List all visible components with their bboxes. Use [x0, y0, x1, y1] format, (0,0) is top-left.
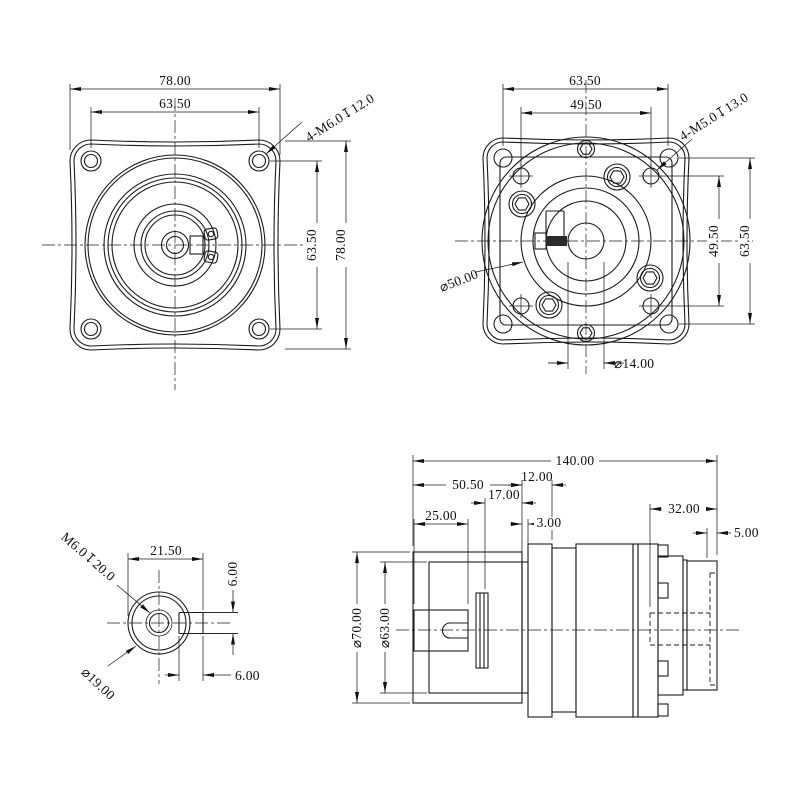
output-shaft	[413, 609, 469, 652]
tap-hole	[165, 235, 185, 255]
leader-tap	[116, 584, 151, 614]
shaft-outline	[127, 591, 191, 655]
shaft-keyway-slot	[442, 622, 468, 639]
dim-shaft-length: 25.00	[425, 508, 457, 523]
housing-circles	[84, 154, 266, 336]
extension-lines	[502, 84, 755, 369]
centerlines	[107, 570, 232, 684]
dim-rear-cap: 5.00	[734, 525, 759, 540]
dim-bolt-spacing-v: 63.50	[304, 229, 319, 261]
dim-pilot-step: 3.00	[537, 515, 562, 530]
dim-key-length: 6.00	[235, 668, 260, 683]
flange-outline	[69, 139, 281, 351]
circlip	[140, 210, 219, 280]
dim-width: 78.00	[159, 73, 191, 88]
hub-plate	[475, 592, 489, 669]
dim-shaft-with-key: 21.50	[150, 543, 182, 558]
dim-bolt-spacing-h: 63.50	[569, 73, 601, 88]
rear-housing	[686, 560, 718, 691]
side-view: 140.00 50.50 12.00 17.00 25.00 3.00 32.0…	[349, 453, 759, 718]
extension-lines	[69, 84, 351, 350]
hidden-lines	[649, 572, 717, 686]
body-circle	[481, 136, 691, 346]
extension-lines	[352, 455, 718, 704]
dim-bolt-spacing-v: 63.50	[737, 225, 752, 257]
keyway-and-key	[534, 210, 567, 250]
hex-socket-screws	[508, 139, 664, 343]
leader	[265, 121, 303, 155]
bolt-holes	[80, 150, 270, 340]
shaft-chamfer	[160, 230, 190, 260]
leader	[656, 138, 693, 171]
dim-body-diameter: ⌀70.00	[349, 608, 364, 648]
dim-hub-to-flange: 17.00	[488, 487, 520, 502]
shaft-chamfer	[131, 595, 187, 651]
flange-outline	[482, 137, 690, 345]
m5-holes	[509, 164, 663, 318]
dim-flange-thickness: 12.00	[521, 469, 553, 484]
dim-bolt-spacing-h: 63.50	[159, 96, 191, 111]
dim-overall-length: 140.00	[556, 453, 595, 468]
dim-height: 78.00	[333, 229, 348, 261]
dim-bore-diameter: ⌀14.00	[614, 356, 654, 371]
dim-pilot-diameter: ⌀63.00	[377, 608, 392, 648]
dim-key-width: 6.00	[225, 562, 240, 587]
body-circle-inner	[487, 142, 685, 340]
dim-screw-spacing-v: 49.50	[706, 225, 721, 257]
thread-crest	[145, 609, 173, 637]
keyway	[189, 235, 204, 255]
corner-holes	[493, 148, 679, 334]
dim-screw-spacing-h: 49.50	[570, 97, 602, 112]
dim-gearbox-length: 50.50	[452, 477, 484, 492]
dim-motor-rear-length: 32.00	[668, 501, 700, 516]
tap-hole	[148, 612, 170, 634]
leader-diameter	[107, 645, 137, 667]
flange-inner-outline	[73, 143, 277, 347]
centerlines	[42, 98, 312, 390]
leader-pilot	[475, 261, 524, 273]
